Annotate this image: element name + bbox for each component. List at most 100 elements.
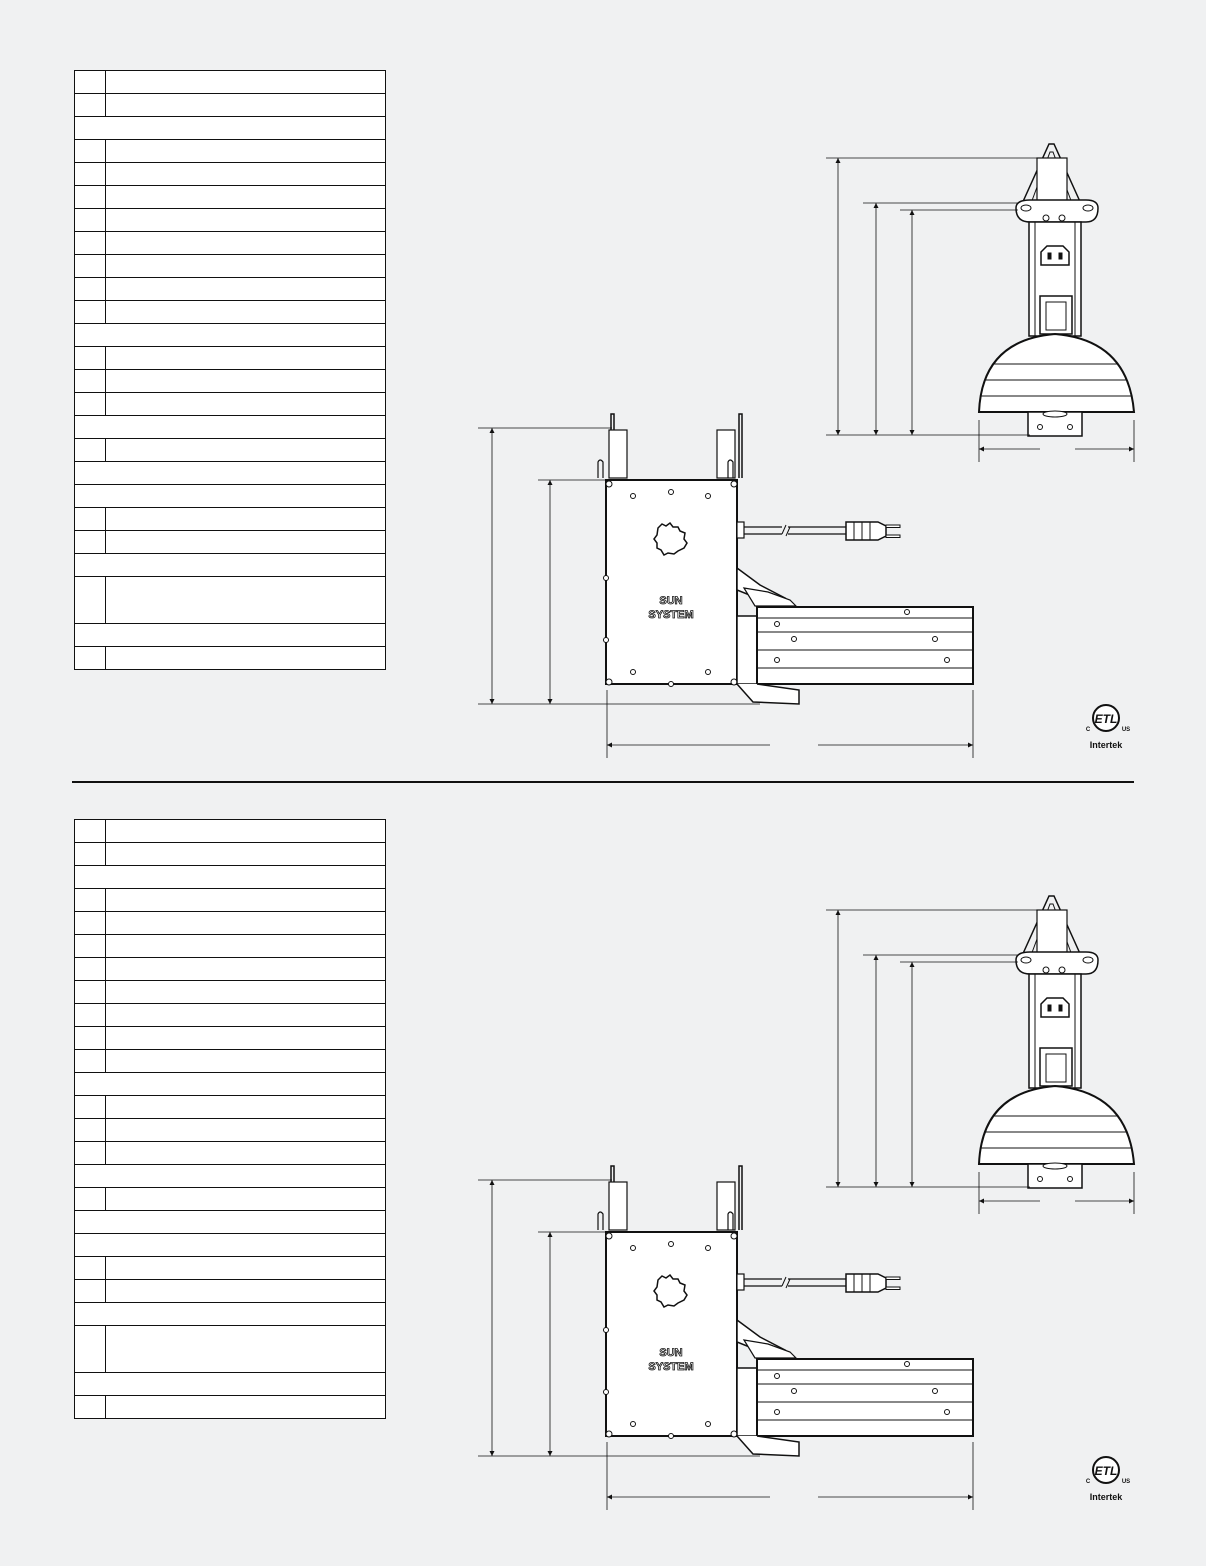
spec-value-cell (105, 1026, 386, 1050)
hook-bracket-right (716, 429, 736, 479)
dimension-arrow (1129, 1198, 1134, 1204)
dimension-arrow (489, 699, 495, 704)
spec-value-cell (105, 1256, 386, 1280)
screw-hole (1067, 1176, 1073, 1182)
screw-hole (668, 489, 674, 495)
plug-prong (885, 1286, 901, 1290)
spec-value-cell (105, 139, 386, 163)
table-row (74, 1003, 386, 1027)
dimension-arrow (835, 910, 841, 915)
screw-hole (1058, 214, 1066, 222)
table-row (74, 865, 386, 889)
spec-table-bottom (74, 819, 386, 1419)
dimension-arrow (489, 1180, 495, 1185)
row-number-cell (74, 162, 106, 186)
section-header-cell (74, 415, 386, 439)
etl-country-left: C (1086, 1479, 1091, 1485)
dimension-arrow (873, 203, 879, 208)
reflector-dome (977, 332, 1136, 413)
spec-table-top (74, 70, 386, 670)
etl-maker-text: Intertek (1090, 740, 1124, 750)
hook-clip (597, 459, 604, 478)
screw-hole (932, 1388, 938, 1394)
dimension-arrow (968, 1494, 973, 1500)
reflector-side-housing (756, 1358, 974, 1437)
dimension-arrow (547, 1232, 553, 1237)
row-number-cell (74, 646, 106, 670)
yoke-slot (1082, 956, 1094, 964)
dimension-arrow (979, 1198, 984, 1204)
screw-hole (603, 575, 609, 581)
hook-bracket-left (608, 1181, 628, 1231)
screw-hole (1042, 214, 1050, 222)
dimension-arrow (909, 210, 915, 215)
yoke-plate (1015, 199, 1099, 223)
screw-hole (605, 1430, 613, 1438)
screw-hole (944, 657, 950, 663)
screw-hole (1067, 424, 1073, 430)
dimension-arrow (547, 699, 553, 704)
yoke-slot (1082, 204, 1094, 212)
hook-right (738, 1165, 743, 1230)
row-number-cell (74, 888, 106, 912)
spec-value-cell (105, 819, 386, 843)
table-row (74, 1072, 386, 1096)
screw-hole (668, 1241, 674, 1247)
dimension-arrow (1129, 446, 1134, 452)
screw-hole (791, 1388, 797, 1394)
hook-clip (727, 1211, 734, 1230)
hook-right (738, 413, 743, 478)
table-row (74, 1118, 386, 1142)
hanger-wire (1020, 143, 1083, 207)
arm-clamp (742, 587, 798, 607)
row-number-cell (74, 185, 106, 209)
row-number-cell (74, 957, 106, 981)
front-view (826, 143, 1136, 462)
spec-value-cell (105, 1187, 386, 1211)
table-row (74, 646, 386, 670)
table-row (74, 623, 386, 647)
etl-mark-text: ETL (1095, 712, 1118, 726)
plug-prong (885, 534, 901, 538)
ballast-box (605, 479, 738, 685)
screw-hole (730, 1232, 738, 1240)
table-row (74, 1187, 386, 1211)
table-row (74, 208, 386, 232)
cord-strain-relief (736, 521, 745, 539)
screw-hole (668, 1433, 674, 1439)
etl-country-left: C (1086, 727, 1091, 733)
screw-hole (944, 1409, 950, 1415)
dimension-arrow (979, 446, 984, 452)
ballast-box (605, 1231, 738, 1437)
table-row (74, 185, 386, 209)
table-row (74, 507, 386, 531)
reflector-dome (977, 1084, 1136, 1165)
cord-break (781, 524, 791, 537)
etl-ring (1092, 1456, 1120, 1484)
screw-hole (1037, 424, 1043, 430)
screw-hole (705, 1421, 711, 1427)
etl-country-right: US (1122, 1479, 1130, 1485)
cord-break (781, 1276, 791, 1289)
dimension-arrow (489, 1451, 495, 1456)
screw-hole (730, 1430, 738, 1438)
socket-pin (1047, 252, 1052, 260)
table-row (74, 842, 386, 866)
dimension-arrow (873, 430, 879, 435)
screw-hole (791, 636, 797, 642)
screw-hole (630, 493, 636, 499)
spec-value-cell (105, 185, 386, 209)
dimension-arrow (909, 430, 915, 435)
row-number-cell (74, 369, 106, 393)
row-number-cell (74, 254, 106, 278)
socket-pin (1058, 252, 1063, 260)
screw-hole (605, 678, 613, 686)
hook-clip (727, 459, 734, 478)
spec-value-cell (105, 957, 386, 981)
screw-hole (603, 637, 609, 643)
screw-hole (603, 1327, 609, 1333)
